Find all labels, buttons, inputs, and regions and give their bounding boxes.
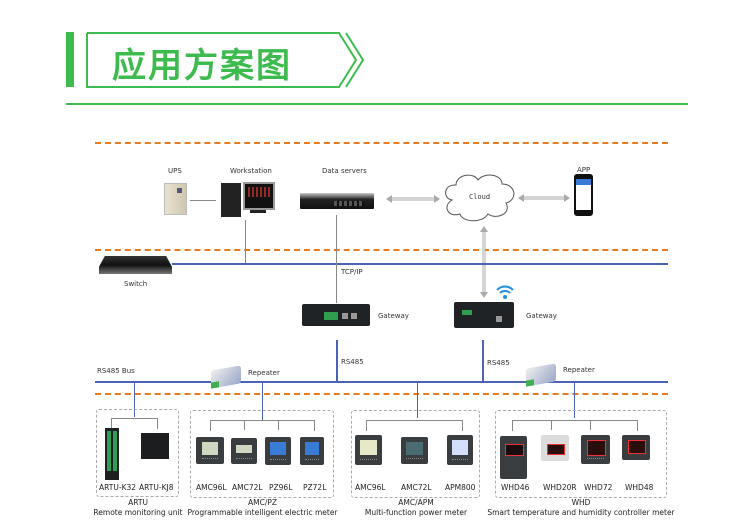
whd46-meter-icon [500,436,527,479]
data-servers-label: Data servers [322,167,367,175]
repeater-2-icon [526,363,556,387]
pz96l-meter-icon [265,437,291,465]
amc96l-meter-icon [355,435,382,465]
device-label: WHD48 [625,483,654,492]
pz72l-meter-icon [300,437,324,465]
rs485-link-2 [482,340,484,382]
wifi-icon [496,285,514,299]
monitor-stand [250,210,266,213]
switch-icon [99,256,172,274]
mobile-app-icon [574,174,593,216]
gateway-2-label: Gateway [526,312,557,320]
group-code: AMC/APM [398,498,434,507]
workstation-link [245,220,246,263]
group-description: Multi-function power meter [364,508,468,517]
cloud-icon [445,174,515,222]
whd48-meter-icon [622,435,650,460]
bracket-tick [551,420,552,430]
whd-bracket [512,420,638,431]
tcpip-label: TCP/IP [341,268,363,276]
group-code: AMC/PZ [247,498,278,507]
device-label: ARTU-KJ8 [139,483,174,492]
amc-pz-bracket [210,420,315,431]
workstation-tower-icon [221,183,241,217]
bracket-tick [590,420,591,430]
group-whd [495,410,667,498]
device-label: PZ96L [269,483,293,492]
gateway-1-label: Gateway [378,312,409,320]
whd20r-meter-icon [541,435,569,461]
amc96l-meter-icon [196,437,224,464]
group-amc-apm [351,410,480,498]
title-accent-bar [66,32,74,87]
server-cloud-arrow [386,195,440,203]
bracket-tick [244,420,245,430]
rs485-link-1 [336,340,338,382]
repeater-1-label: Repeater [248,369,280,377]
group-code: ARTU [128,498,148,507]
cloud-label: Cloud [469,193,491,201]
group-amc-pz [190,410,334,498]
device-label: PZ72L [303,483,327,492]
amc72l-meter-icon [401,437,428,464]
repeater-2-label: Repeater [563,366,595,374]
device-label: WHD72 [584,483,613,492]
device-label: AMC72L [401,483,432,492]
app-label: APP [577,166,591,174]
cloud-gateway-arrow [480,226,488,298]
drop-line-amc-apm [417,382,418,418]
ups-workstation-link [190,200,216,201]
layer-divider-top [95,142,668,144]
device-label: APM800 [445,483,476,492]
drop-line-amc-pz [262,382,263,420]
amc-apm-bracket [366,420,463,431]
gateway-2-icon [454,302,514,328]
layer-divider-bottom [95,393,668,395]
cloud-app-arrow [518,194,570,202]
device-label: AMC96L [196,483,227,492]
device-label: AMC72L [232,483,263,492]
drop-line-whd [574,382,575,418]
tcpip-gateway-link [336,263,337,303]
switch-label: Switch [124,280,148,288]
device-label: ARTU-K32 [99,483,137,492]
page-title: 应用方案图 [112,46,292,86]
artu-bracket [111,418,158,429]
rs485-bus-line [95,381,668,383]
rs485-label-1: RS485 [341,358,364,366]
server-link [336,215,337,263]
device-label: WHD20R [543,483,577,492]
group-description: Remote monitoring unit [93,508,183,517]
device-label: WHD46 [501,483,530,492]
ups-label: UPS [168,167,182,175]
group-description: Programmable intelligent electric meter [187,508,338,517]
header-divider [66,103,688,105]
artu-k32-icon [105,428,119,480]
device-label: AMC96L [355,483,386,492]
whd72-meter-icon [581,435,610,464]
group-artu [96,409,179,497]
artu-kj8-icon [141,433,169,459]
gateway-1-icon [302,304,370,326]
workstation-label: Workstation [230,167,272,175]
rs485-label-2: RS485 [487,359,510,367]
group-description: Smart temperature and humidity controlle… [487,508,675,517]
rs485-bus-label: RS485 Bus [97,367,135,375]
title-arrow-frame [86,32,364,88]
drop-line-artu [134,382,135,417]
ups-icon [164,183,187,215]
apm800-meter-icon [447,435,473,465]
bracket-tick [278,420,279,430]
tcpip-bus-line [172,263,668,265]
amc72l-meter-icon [231,438,257,464]
group-code: WHD [571,498,591,507]
workstation-monitor-icon [243,182,275,210]
repeater-1-icon [211,365,241,389]
layer-divider-middle [95,249,668,251]
data-server-icon [300,193,374,209]
